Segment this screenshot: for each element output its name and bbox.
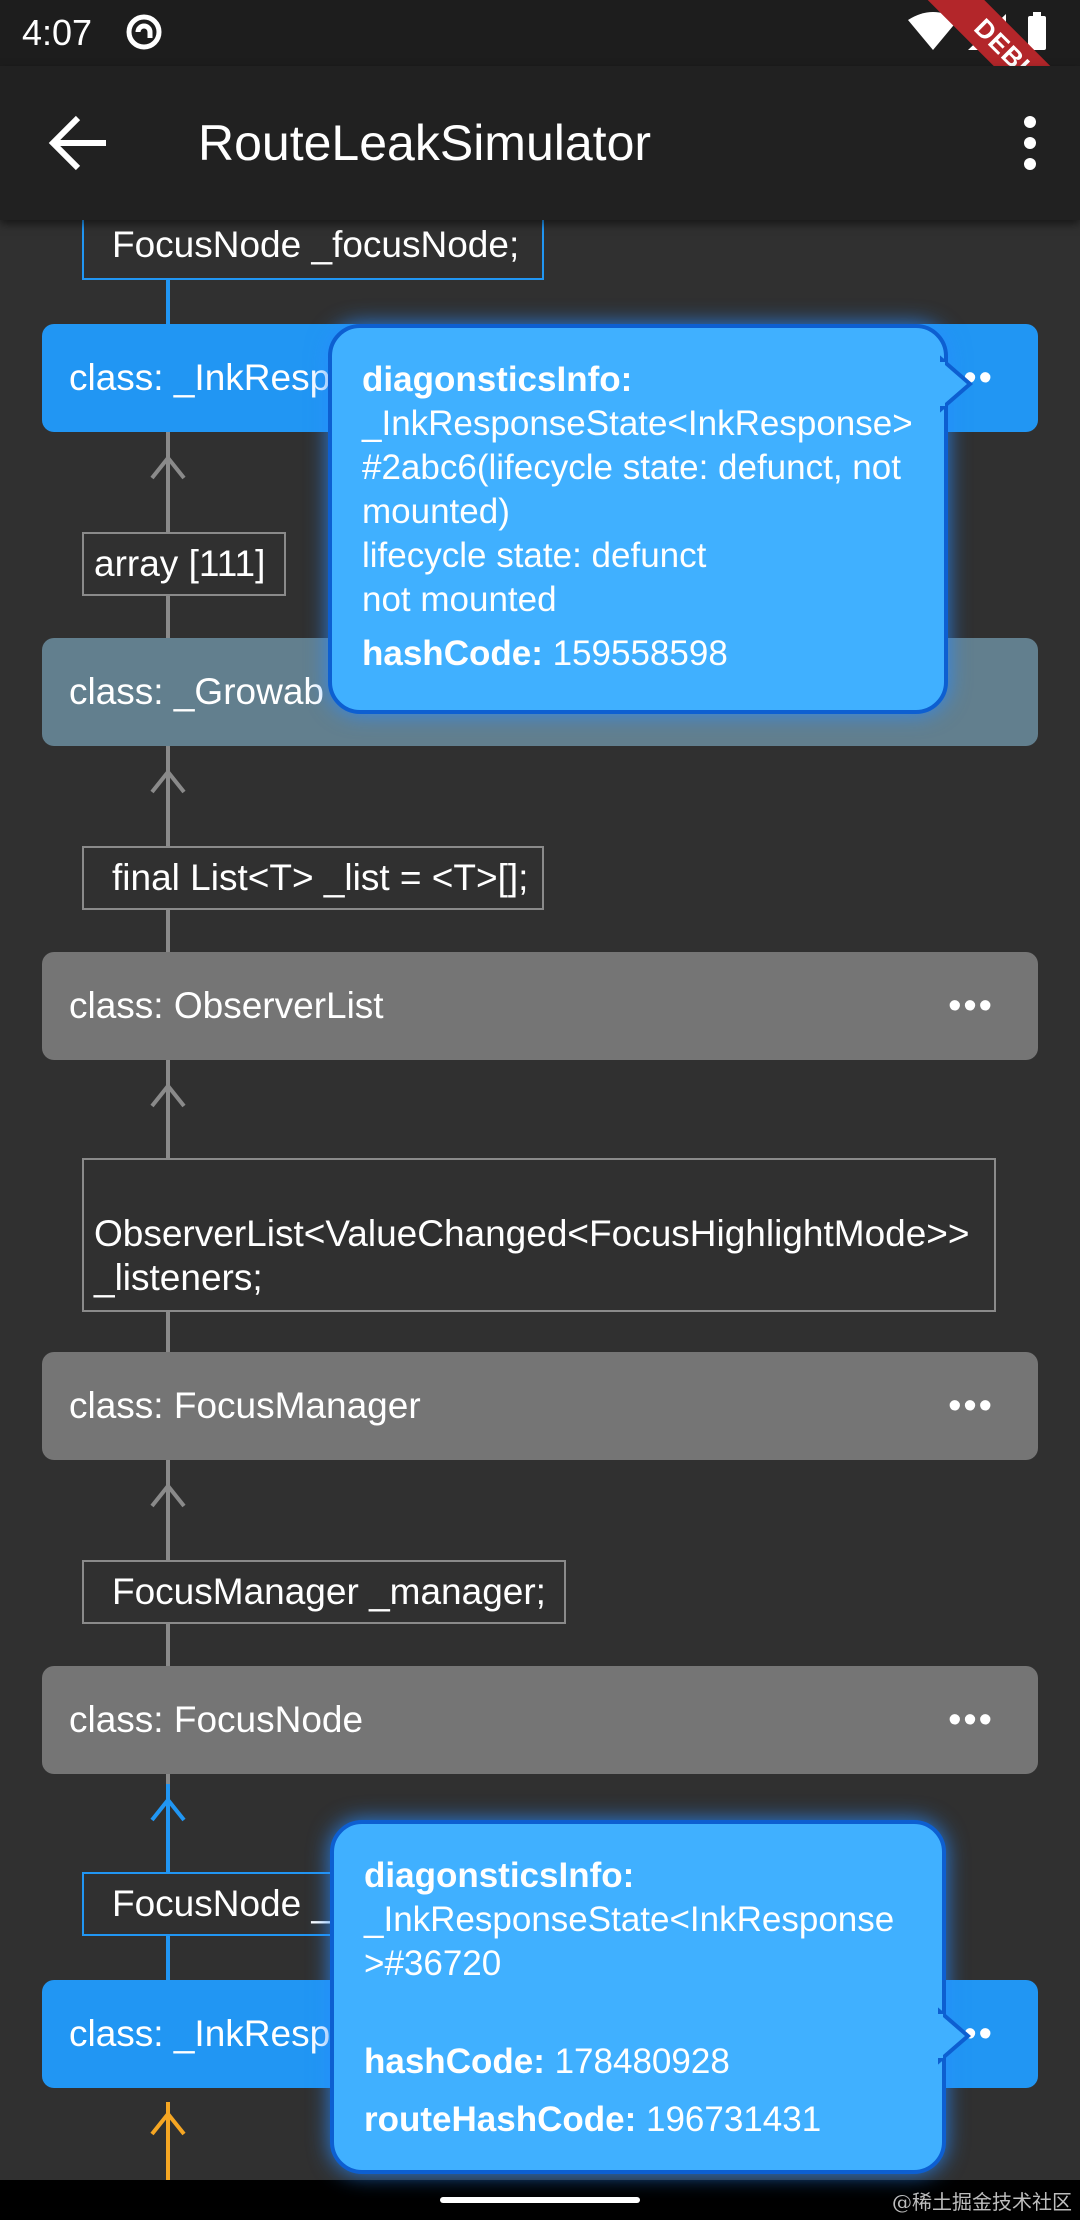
tooltip-text: not mounted — [362, 580, 557, 619]
field-label: FocusNode _focusNode; — [82, 210, 544, 280]
tooltip-label: hashCode: — [362, 634, 543, 673]
node-info-tooltip: diagonsticsInfo: _InkResponseState<InkRe… — [330, 1820, 946, 2174]
field-label: FocusManager _manager; — [82, 1560, 566, 1624]
class-node-label: class: _InkResp — [69, 2013, 331, 2054]
field-label: ObserverList<ValueChanged<FocusHighlight… — [82, 1158, 996, 1312]
leak-graph[interactable]: FocusNode _focusNode; array [111] final … — [0, 210, 1080, 2180]
tooltip-route-hash-row: routeHashCode: 196731431 — [364, 2098, 912, 2142]
nav-bar — [0, 2180, 1080, 2220]
status-bar: 4:07 — [0, 0, 1080, 66]
edge-line — [166, 2102, 170, 2180]
arrow-up-icon — [150, 1482, 186, 1508]
class-node-label: class: FocusNode — [69, 1699, 364, 1740]
class-node-label: class: _Growab — [69, 671, 324, 712]
more-vert-icon[interactable] — [1000, 110, 1060, 176]
field-label: array [111] — [82, 532, 286, 596]
tooltip-label: hashCode: — [364, 2042, 545, 2081]
class-node-label: class: _InkResp — [69, 357, 331, 398]
status-time: 4:07 — [22, 12, 93, 53]
field-label: final List<T> _list = <T>[]; — [82, 846, 544, 910]
arrow-back-icon[interactable] — [36, 110, 120, 176]
tooltip-label: routeHashCode: — [364, 2100, 637, 2139]
battery-icon — [1028, 16, 1046, 50]
tooltip-text: _InkResponseState<InkResponse>#36720 — [364, 1900, 895, 1983]
app-bar: RouteLeakSimulator — [0, 66, 1080, 220]
edge-line — [166, 1072, 170, 1572]
tooltip-text: _InkResponseState<InkResponse>#2abc6(lif… — [362, 404, 913, 531]
tooltip-value: 178480928 — [554, 2042, 730, 2081]
tooltip-tail — [940, 355, 974, 413]
arrow-up-icon — [150, 1082, 186, 1108]
class-node[interactable]: class: ObserverList ••• — [42, 952, 1038, 1060]
arrow-up-icon — [150, 454, 186, 480]
class-node[interactable]: class: FocusManager ••• — [42, 1352, 1038, 1460]
at-icon — [126, 14, 162, 50]
page-title: RouteLeakSimulator — [198, 115, 652, 171]
tooltip-text: lifecycle state: defunct — [362, 536, 707, 575]
tooltip-value: 159558598 — [552, 634, 728, 673]
home-handle[interactable] — [440, 2197, 640, 2203]
tooltip-tail — [938, 2007, 972, 2065]
more-icon[interactable]: ••• — [948, 1385, 994, 1427]
arrow-up-icon — [150, 2110, 186, 2136]
tooltip-label: diagonsticsInfo: — [364, 1856, 635, 1895]
class-node-label: class: ObserverList — [69, 985, 384, 1026]
edge-line — [166, 278, 170, 324]
class-node-label: class: FocusManager — [69, 1385, 421, 1426]
tooltip-hash-row: hashCode: 178480928 — [364, 2040, 912, 2084]
tooltip-label: diagonsticsInfo: — [362, 360, 633, 399]
tooltip-value: 196731431 — [645, 2100, 822, 2139]
watermark: @稀土掘金技术社区 — [892, 2190, 1072, 2214]
node-info-tooltip: diagonsticsInfo: _InkResponseState<InkRe… — [328, 324, 948, 714]
more-icon[interactable]: ••• — [948, 985, 994, 1027]
more-icon[interactable]: ••• — [948, 1699, 994, 1741]
tooltip-hash-row: hashCode: 159558598 — [362, 632, 914, 676]
arrow-up-icon — [150, 768, 186, 794]
class-node[interactable]: class: FocusNode ••• — [42, 1666, 1038, 1774]
arrow-up-icon — [150, 1796, 186, 1822]
wifi-icon — [908, 12, 958, 50]
